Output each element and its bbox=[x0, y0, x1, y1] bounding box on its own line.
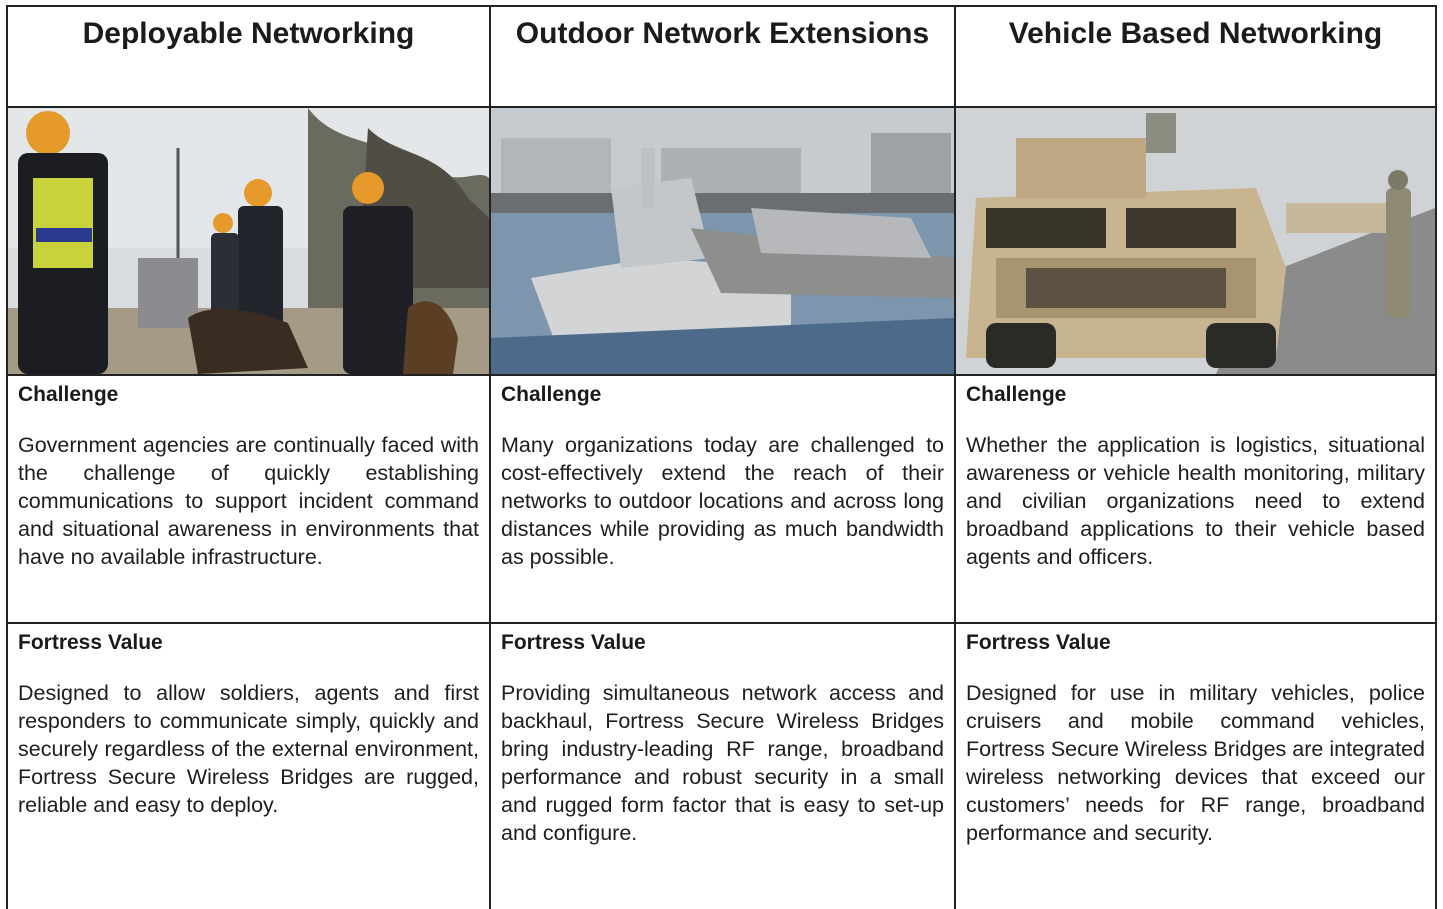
fortress-value-text: Designed for use in military vehicles, p… bbox=[966, 681, 1425, 845]
challenge-section: Challenge Many organizations today are c… bbox=[491, 376, 954, 622]
fortress-value-text: Designed to allow soldiers, agents and f… bbox=[18, 681, 479, 817]
rescue-team-photo bbox=[8, 108, 489, 374]
fortress-value-section: Fortress Value Designed to allow soldier… bbox=[8, 624, 489, 909]
row-divider bbox=[6, 622, 1437, 624]
fortress-value-heading: Fortress Value bbox=[18, 631, 163, 654]
column-divider bbox=[954, 5, 956, 909]
challenge-heading: Challenge bbox=[18, 383, 119, 406]
fortress-value-section: Fortress Value Designed for use in milit… bbox=[956, 624, 1435, 909]
challenge-heading: Challenge bbox=[501, 383, 602, 406]
fortress-value-text: Providing simultaneous network access an… bbox=[501, 681, 944, 845]
challenge-section: Challenge Government agencies are contin… bbox=[8, 376, 489, 622]
column-title-vehicle: Vehicle Based Networking bbox=[1008, 17, 1383, 50]
fortress-value-heading: Fortress Value bbox=[501, 631, 646, 654]
challenge-text: Many organizations today are challenged … bbox=[501, 433, 944, 569]
column-divider bbox=[489, 5, 491, 909]
naval-port-photo bbox=[491, 108, 954, 374]
row-divider bbox=[6, 374, 1437, 376]
row-divider bbox=[6, 106, 1437, 108]
column-title-deployable: Deployable Networking bbox=[82, 17, 415, 50]
fortress-value-section: Fortress Value Providing simultaneous ne… bbox=[491, 624, 954, 909]
challenge-section: Challenge Whether the application is log… bbox=[956, 376, 1435, 622]
challenge-text: Government agencies are continually face… bbox=[18, 433, 479, 569]
military-vehicle-photo bbox=[956, 108, 1435, 374]
fortress-value-heading: Fortress Value bbox=[966, 631, 1111, 654]
challenge-text: Whether the application is logistics, si… bbox=[966, 433, 1425, 569]
challenge-heading: Challenge bbox=[966, 383, 1067, 406]
comparison-table bbox=[6, 5, 1437, 909]
column-title-outdoor: Outdoor Network Extensions bbox=[515, 17, 930, 50]
